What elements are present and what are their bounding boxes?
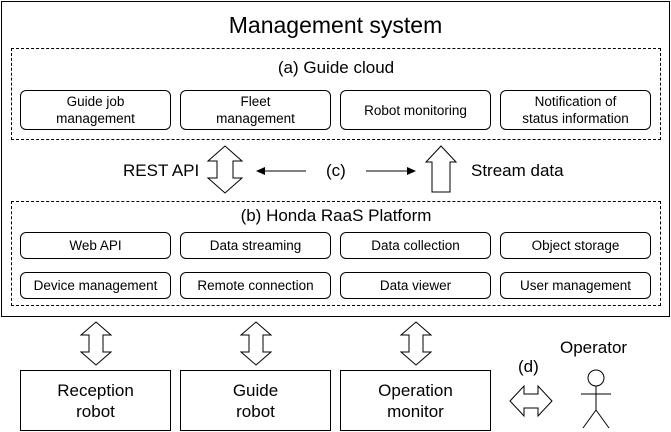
operator-label: Operator bbox=[560, 338, 628, 357]
fleet-management-node: Fleet management bbox=[180, 90, 331, 130]
reception-robot-arrow bbox=[79, 321, 113, 366]
node-text-line: Fleet bbox=[240, 94, 271, 109]
rest-api-label: REST API bbox=[123, 161, 200, 180]
node-text-line: Robot monitoring bbox=[364, 102, 467, 118]
operator-link-arrow bbox=[509, 384, 553, 418]
link-c-left-arrow bbox=[256, 167, 306, 175]
node-text-line: Reception bbox=[57, 380, 134, 400]
notification-node: Notification of status information bbox=[500, 90, 651, 130]
data-streaming-node: Data streaming bbox=[180, 232, 331, 259]
data-viewer-node: Data viewer bbox=[340, 272, 491, 299]
remote-connection-node: Remote connection bbox=[180, 272, 331, 299]
node-text-line: Guide job bbox=[66, 94, 125, 109]
data-collection-node: Data collection bbox=[340, 232, 491, 259]
guide-cloud-group bbox=[11, 48, 661, 140]
link-c-label: (c) bbox=[326, 161, 346, 180]
node-text-line: management bbox=[216, 111, 295, 126]
link-c-right-arrow bbox=[366, 167, 416, 175]
raas-platform-group bbox=[11, 201, 661, 306]
node-text-line: robot bbox=[76, 401, 115, 421]
operation-monitor-arrow bbox=[399, 321, 433, 366]
device-management-node: Device management bbox=[20, 272, 171, 299]
stream-data-label: Stream data bbox=[471, 161, 564, 180]
guide-job-management-node: Guide job management bbox=[20, 90, 171, 130]
stream-data-arrow bbox=[424, 145, 458, 193]
node-text-line: status information bbox=[522, 111, 629, 126]
node-text-line: Operation bbox=[378, 380, 453, 400]
guide-robot-arrow bbox=[239, 321, 273, 366]
robot-monitoring-node: Robot monitoring bbox=[340, 90, 491, 130]
operator-figure-icon bbox=[581, 369, 611, 429]
management-system-frame bbox=[1, 1, 670, 317]
user-management-node: User management bbox=[500, 272, 651, 299]
node-text-line: Notification of bbox=[534, 94, 617, 109]
rest-api-arrow bbox=[206, 145, 244, 194]
node-text-line: Guide bbox=[232, 380, 279, 400]
web-api-node: Web API bbox=[20, 232, 171, 259]
guide-cloud-title: (a) Guide cloud bbox=[277, 58, 395, 77]
node-text-line: monitor bbox=[387, 401, 444, 421]
node-text-line: robot bbox=[236, 401, 275, 421]
link-d-label: (d) bbox=[518, 357, 539, 376]
raas-platform-title: (b) Honda RaaS Platform bbox=[240, 206, 432, 225]
node-text-line: management bbox=[56, 111, 135, 126]
object-storage-node: Object storage bbox=[500, 232, 651, 259]
diagram-title: Management system bbox=[228, 12, 443, 38]
